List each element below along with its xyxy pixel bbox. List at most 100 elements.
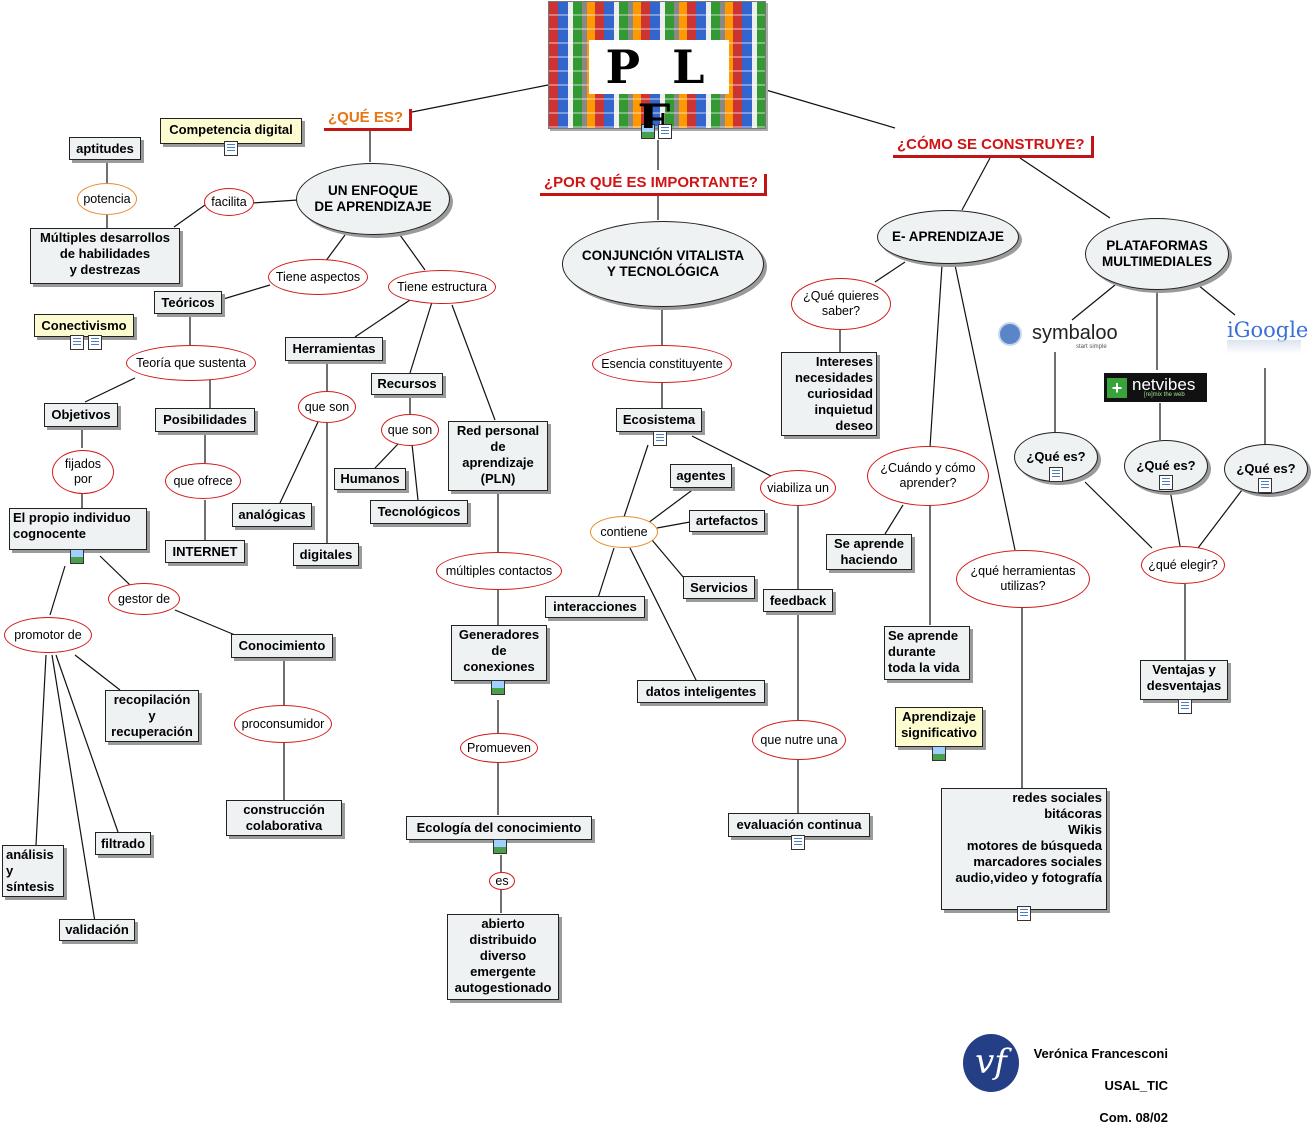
concept-digitales: digitales: [293, 543, 359, 566]
document-icon[interactable]: [1017, 906, 1031, 921]
link-tiene-aspectos: Tiene aspectos: [268, 259, 368, 295]
author-org: USAL_TIC: [1104, 1078, 1168, 1093]
header-como: ¿CÓMO SE CONSTRUYE?: [893, 136, 1094, 158]
concept-interacciones: interacciones: [545, 596, 645, 618]
note-aprendizaje-significativo: Aprendizaje significativo: [895, 707, 983, 747]
igoogle-reflection: [1227, 340, 1301, 354]
concept-red-personal: Red personal de aprendizaje (PLN): [448, 421, 548, 491]
image-icon[interactable]: [641, 124, 655, 139]
author-com: Com. 08/02: [1099, 1110, 1168, 1125]
document-icon[interactable]: [224, 141, 238, 156]
image-icon[interactable]: [70, 549, 84, 564]
document-icon[interactable]: [1049, 467, 1063, 482]
document-icon[interactable]: [88, 335, 102, 350]
concept-tecnologicos: Tecnológicos: [370, 500, 468, 524]
link-contiene: contiene: [590, 516, 658, 548]
link-que-herramientas: ¿qué herramientas utilizas?: [956, 550, 1090, 608]
plus-icon: +: [1107, 378, 1127, 398]
concept-feedback: feedback: [763, 589, 833, 612]
concept-humanos: Humanos: [334, 468, 406, 490]
concept-internet: INTERNET: [165, 540, 245, 563]
concept-plataformas: PLATAFORMAS MULTIMEDIALES: [1085, 218, 1229, 290]
concept-conjuncion: CONJUNCIÓN VITALISTA Y TECNOLÓGICA: [562, 221, 764, 307]
concept-recopilacion: recopilación y recuperación: [105, 690, 199, 742]
concept-ventajas: Ventajas y desventajas: [1140, 660, 1228, 700]
document-icon[interactable]: [791, 835, 805, 850]
concept-ecologia: Ecología del conocimiento: [406, 816, 592, 840]
document-icon[interactable]: [658, 124, 672, 139]
link-potencia: potencia: [77, 183, 137, 215]
link-que-ofrece: que ofrece: [165, 463, 241, 499]
link-promotor: promotor de: [4, 617, 92, 653]
concept-evaluacion: evaluación continua: [728, 813, 870, 837]
concept-artefactos: artefactos: [689, 510, 765, 532]
link-que-elegir: ¿qué elegir?: [1141, 546, 1225, 584]
concept-filtrado: filtrado: [95, 832, 151, 855]
link-multiples-contactos: múltiples contactos: [436, 552, 562, 590]
concept-construccion: construcción colaborativa: [226, 800, 342, 836]
concept-analisis: análisis y síntesis: [2, 845, 64, 897]
concept-links: [35, 84, 1266, 923]
concept-generadores: Generadores de conexiones: [451, 625, 547, 681]
document-icon[interactable]: [1258, 478, 1272, 493]
header-por-que: ¿POR QUÉ ES IMPORTANTE?: [540, 174, 767, 196]
author-credit: Verónica Francesconi USAL_TIC Com. 08/02: [1018, 1030, 1168, 1125]
link-que-son-2: que son: [381, 414, 439, 446]
concept-teoricos: Teóricos: [154, 291, 222, 314]
concept-se-aprende-haciendo: Se aprende haciendo: [826, 534, 912, 570]
symbaloo-tagline: start simple: [1076, 344, 1107, 350]
link-que-quieres: ¿Qué quieres saber?: [791, 278, 891, 330]
header-que-es: ¿QUÉ ES?: [324, 109, 413, 131]
concept-posibilidades: Posibilidades: [155, 408, 255, 432]
link-viabiliza: viabiliza un: [760, 470, 836, 506]
link-promueven: Promueven: [460, 733, 538, 763]
link-es: es: [489, 872, 515, 890]
document-icon[interactable]: [70, 335, 84, 350]
link-nutre: que nutre una: [752, 720, 846, 760]
concept-datos: datos inteligentes: [637, 680, 765, 703]
document-icon[interactable]: [1178, 699, 1192, 714]
symbaloo-logo: symbaloo start simple: [998, 322, 1118, 354]
concept-intereses: Intereses necesidades curiosidad inquiet…: [781, 352, 877, 436]
link-facilita: facilita: [204, 188, 254, 216]
igoogle-name: iGoogle: [1227, 318, 1309, 342]
concept-multiples: Múltiples desarrollos de habilidades y d…: [30, 228, 180, 284]
link-tiene-estructura: Tiene estructura: [388, 270, 496, 304]
concept-individuo: El propio individuo cognocente: [9, 508, 147, 550]
author-name: Verónica Francesconi: [1033, 1046, 1168, 1061]
link-cuando: ¿Cuándo y cómo aprender?: [867, 446, 989, 506]
link-fijados: fijados por: [52, 450, 114, 494]
document-icon[interactable]: [653, 431, 667, 446]
concept-analogicas: analógicas: [232, 503, 312, 527]
netvibes-tagline: [re]mix the web: [1144, 392, 1185, 398]
concept-abierto: abierto distribuido diverso emergente au…: [447, 914, 559, 1000]
concept-aptitudes: aptitudes: [69, 137, 141, 160]
image-icon[interactable]: [491, 680, 505, 695]
concept-conocimiento: Conocimiento: [231, 634, 333, 658]
concept-herramientas: Herramientas: [285, 337, 383, 361]
netvibes-logo: + netvibes [re]mix the web: [1104, 373, 1207, 402]
author-logo: vf: [963, 1034, 1019, 1092]
concept-objetivos: Objetivos: [44, 403, 118, 427]
link-que-son-1: que son: [298, 391, 356, 423]
image-icon[interactable]: [493, 839, 507, 854]
concept-enfoque: UN ENFOQUE DE APRENDIZAJE: [296, 163, 450, 235]
link-proconsumidor: proconsumidor: [234, 705, 332, 743]
symbaloo-name: symbaloo: [1032, 322, 1118, 344]
concept-ecosistema: Ecosistema: [616, 408, 702, 432]
igoogle-logo: iGoogle: [1227, 318, 1308, 362]
concept-agentes: agentes: [670, 464, 732, 488]
concept-validacion: validación: [59, 919, 135, 941]
symbaloo-icon: [998, 322, 1022, 346]
image-icon[interactable]: [932, 746, 946, 761]
netvibes-name: netvibes: [1132, 375, 1196, 394]
link-teoria: Teoría que sustenta: [126, 345, 256, 381]
note-conectivismo: Conectivismo: [34, 314, 134, 337]
ple-title: P L E: [589, 40, 729, 128]
link-gestor: gestor de: [108, 583, 180, 615]
concept-e-aprendizaje: E- APRENDIZAJE: [877, 210, 1019, 264]
concept-redes: redes sociales bitácoras Wikis motores d…: [941, 788, 1107, 910]
document-icon[interactable]: [1159, 475, 1173, 490]
ple-banner-image: P L E: [548, 1, 766, 129]
concept-recursos: Recursos: [371, 373, 443, 395]
